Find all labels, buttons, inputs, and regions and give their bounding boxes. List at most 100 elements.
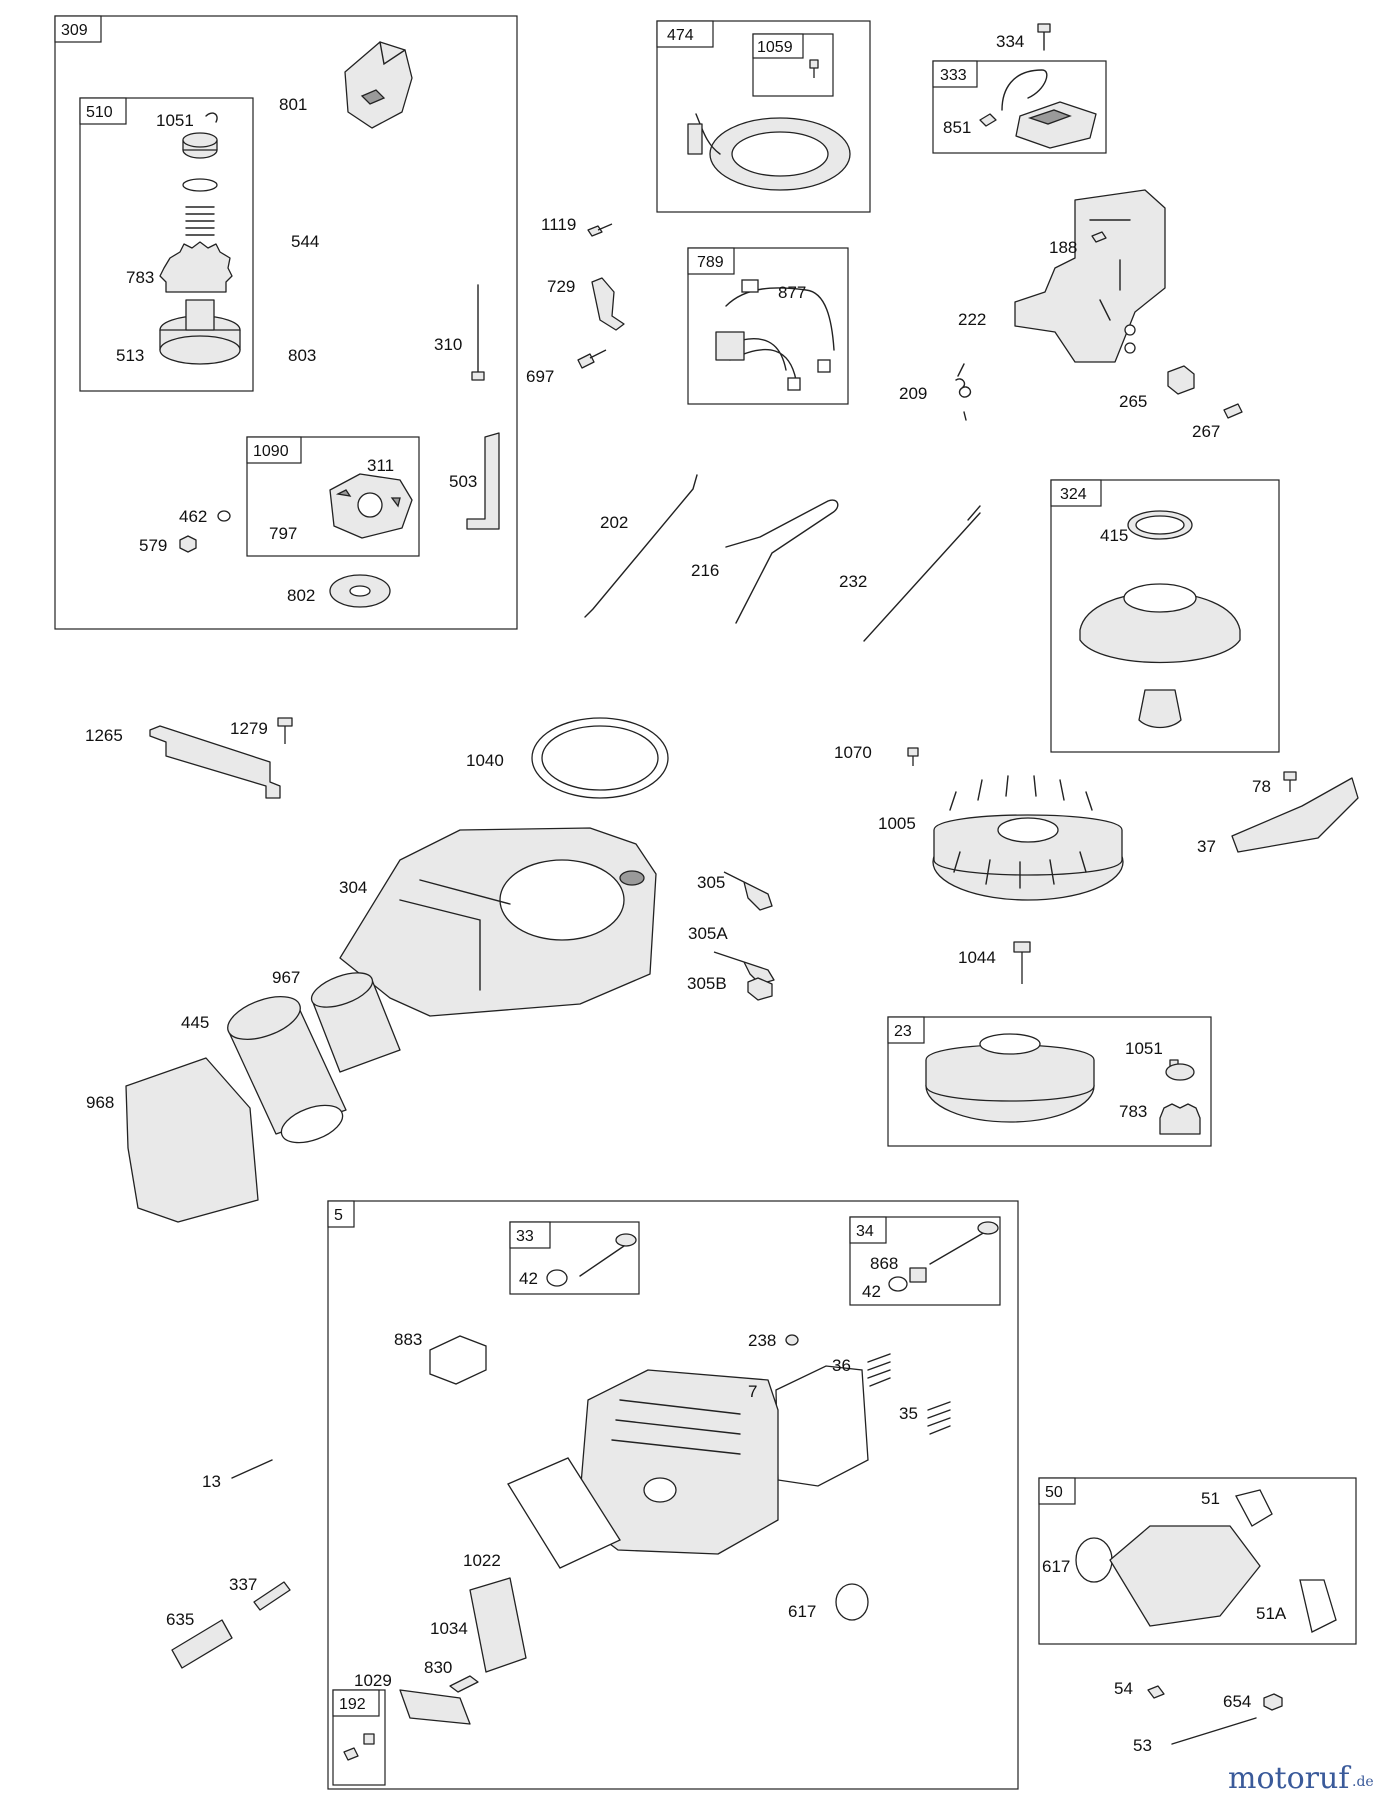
group-label-34: 34	[856, 1223, 874, 1240]
callout-13: 13	[202, 1472, 221, 1491]
callout-797: 797	[269, 524, 297, 543]
callout-311: 311	[367, 456, 394, 475]
part-7-gasket	[775, 1365, 869, 1487]
part-13-stud	[231, 1459, 273, 1479]
callout-304: 304	[339, 878, 367, 897]
callout-35: 35	[899, 1404, 918, 1423]
callout-37: 37	[1197, 837, 1216, 856]
callout-617: 617	[788, 1602, 816, 1621]
callout-635: 635	[166, 1610, 194, 1629]
part-968-cover	[125, 1057, 259, 1223]
part-801-bracket	[344, 41, 413, 129]
group-label-510: 510	[86, 104, 113, 121]
callout-78: 78	[1252, 777, 1271, 796]
part-188-screw	[1091, 231, 1107, 243]
group-label-1090: 1090	[253, 443, 289, 460]
group-label-5: 5	[334, 1207, 343, 1224]
part-78-screw	[1283, 771, 1297, 792]
callout-883: 883	[394, 1330, 422, 1349]
callout-1005: 1005	[878, 814, 916, 833]
part-654-nut	[1263, 1693, 1283, 1711]
part-1040-ring	[531, 717, 669, 799]
part-1090-brush-plate	[329, 473, 413, 539]
callout-310: 310	[434, 335, 462, 354]
part-324-cover	[1079, 510, 1241, 729]
callout-1044: 1044	[958, 948, 996, 967]
callout-544: 544	[291, 232, 319, 251]
group-510: 510	[79, 97, 254, 392]
callout-267: 267	[1192, 422, 1220, 441]
part-305-bolt	[723, 871, 773, 911]
callout-7: 7	[748, 1382, 757, 1401]
part-209-spring	[955, 363, 972, 421]
callout-697: 697	[526, 367, 554, 386]
callout-1034: 1034	[430, 1619, 468, 1638]
callout-579: 579	[139, 536, 167, 555]
group-5: 5	[327, 1200, 1019, 1790]
part-697-screw	[577, 349, 607, 369]
callout-1040: 1040	[466, 751, 504, 770]
part-333-ignition	[979, 69, 1097, 149]
watermark-brand: motoruf	[1228, 1761, 1351, 1796]
part-cylinder-head	[577, 1369, 779, 1555]
part-265-block	[1167, 365, 1195, 395]
callout-783: 783	[126, 268, 154, 287]
callout-462: 462	[179, 507, 207, 526]
part-238-cap	[785, 1334, 799, 1346]
part-1029-plate	[399, 1689, 471, 1725]
part-1279-bolt	[277, 717, 293, 744]
part-503-strip	[466, 432, 500, 530]
group-label-333: 333	[940, 67, 967, 84]
group-192: 192	[332, 1689, 386, 1786]
callout-802: 802	[287, 586, 315, 605]
callout-803: 803	[288, 346, 316, 365]
group-1059: 1059	[752, 33, 834, 97]
group-label-324: 324	[1060, 486, 1087, 503]
callout-42: 42	[519, 1269, 538, 1288]
group-23: 23	[887, 1016, 1212, 1147]
callout-53: 53	[1133, 1736, 1152, 1755]
callout-305B: 305B	[687, 974, 727, 993]
group-50: 50	[1038, 1477, 1357, 1645]
callout-51: 51	[1201, 1489, 1220, 1508]
part-967-prefilter	[310, 972, 401, 1073]
callout-1119: 1119	[541, 215, 576, 234]
part-37-guard	[1231, 777, 1359, 853]
group-label-33: 33	[516, 1228, 534, 1245]
group-1090: 1090	[246, 436, 420, 557]
callout-209: 209	[899, 384, 927, 403]
callout-232: 232	[839, 572, 867, 591]
part-304-housing	[339, 827, 657, 1017]
part-50-intake	[1075, 1489, 1337, 1633]
group-309: 309	[54, 15, 518, 630]
part-883-gasket	[429, 1335, 487, 1385]
callout-238: 238	[748, 1331, 776, 1350]
part-789-harness	[715, 279, 835, 391]
callout-1051b: 1051	[1125, 1039, 1163, 1058]
group-474: 474	[656, 20, 871, 213]
callout-617b: 617	[1042, 1557, 1070, 1576]
callout-877: 877	[778, 283, 806, 302]
callout-445: 445	[181, 1013, 209, 1032]
callout-1070: 1070	[834, 743, 872, 762]
group-33: 33	[509, 1221, 640, 1295]
part-216-link	[725, 499, 839, 624]
part-1005-fan	[932, 775, 1124, 901]
callout-968: 968	[86, 1093, 114, 1112]
watermark-tld: .de	[1352, 1774, 1374, 1790]
part-729-clip	[591, 277, 625, 331]
part-1044-bolt	[1013, 941, 1031, 984]
group-324: 324	[1050, 479, 1280, 753]
group-label-50: 50	[1045, 1484, 1063, 1501]
watermark: motoruf .de	[1228, 1761, 1374, 1796]
callout-1279: 1279	[230, 719, 268, 738]
part-36-spring	[867, 1353, 891, 1387]
part-202-link	[584, 474, 698, 618]
callout-1265: 1265	[85, 726, 123, 745]
callout-42b: 42	[862, 1282, 881, 1301]
callout-305A: 305A	[688, 924, 728, 943]
group-333: 333	[932, 60, 1107, 154]
callout-729: 729	[547, 277, 575, 296]
part-34-valve	[888, 1221, 999, 1292]
